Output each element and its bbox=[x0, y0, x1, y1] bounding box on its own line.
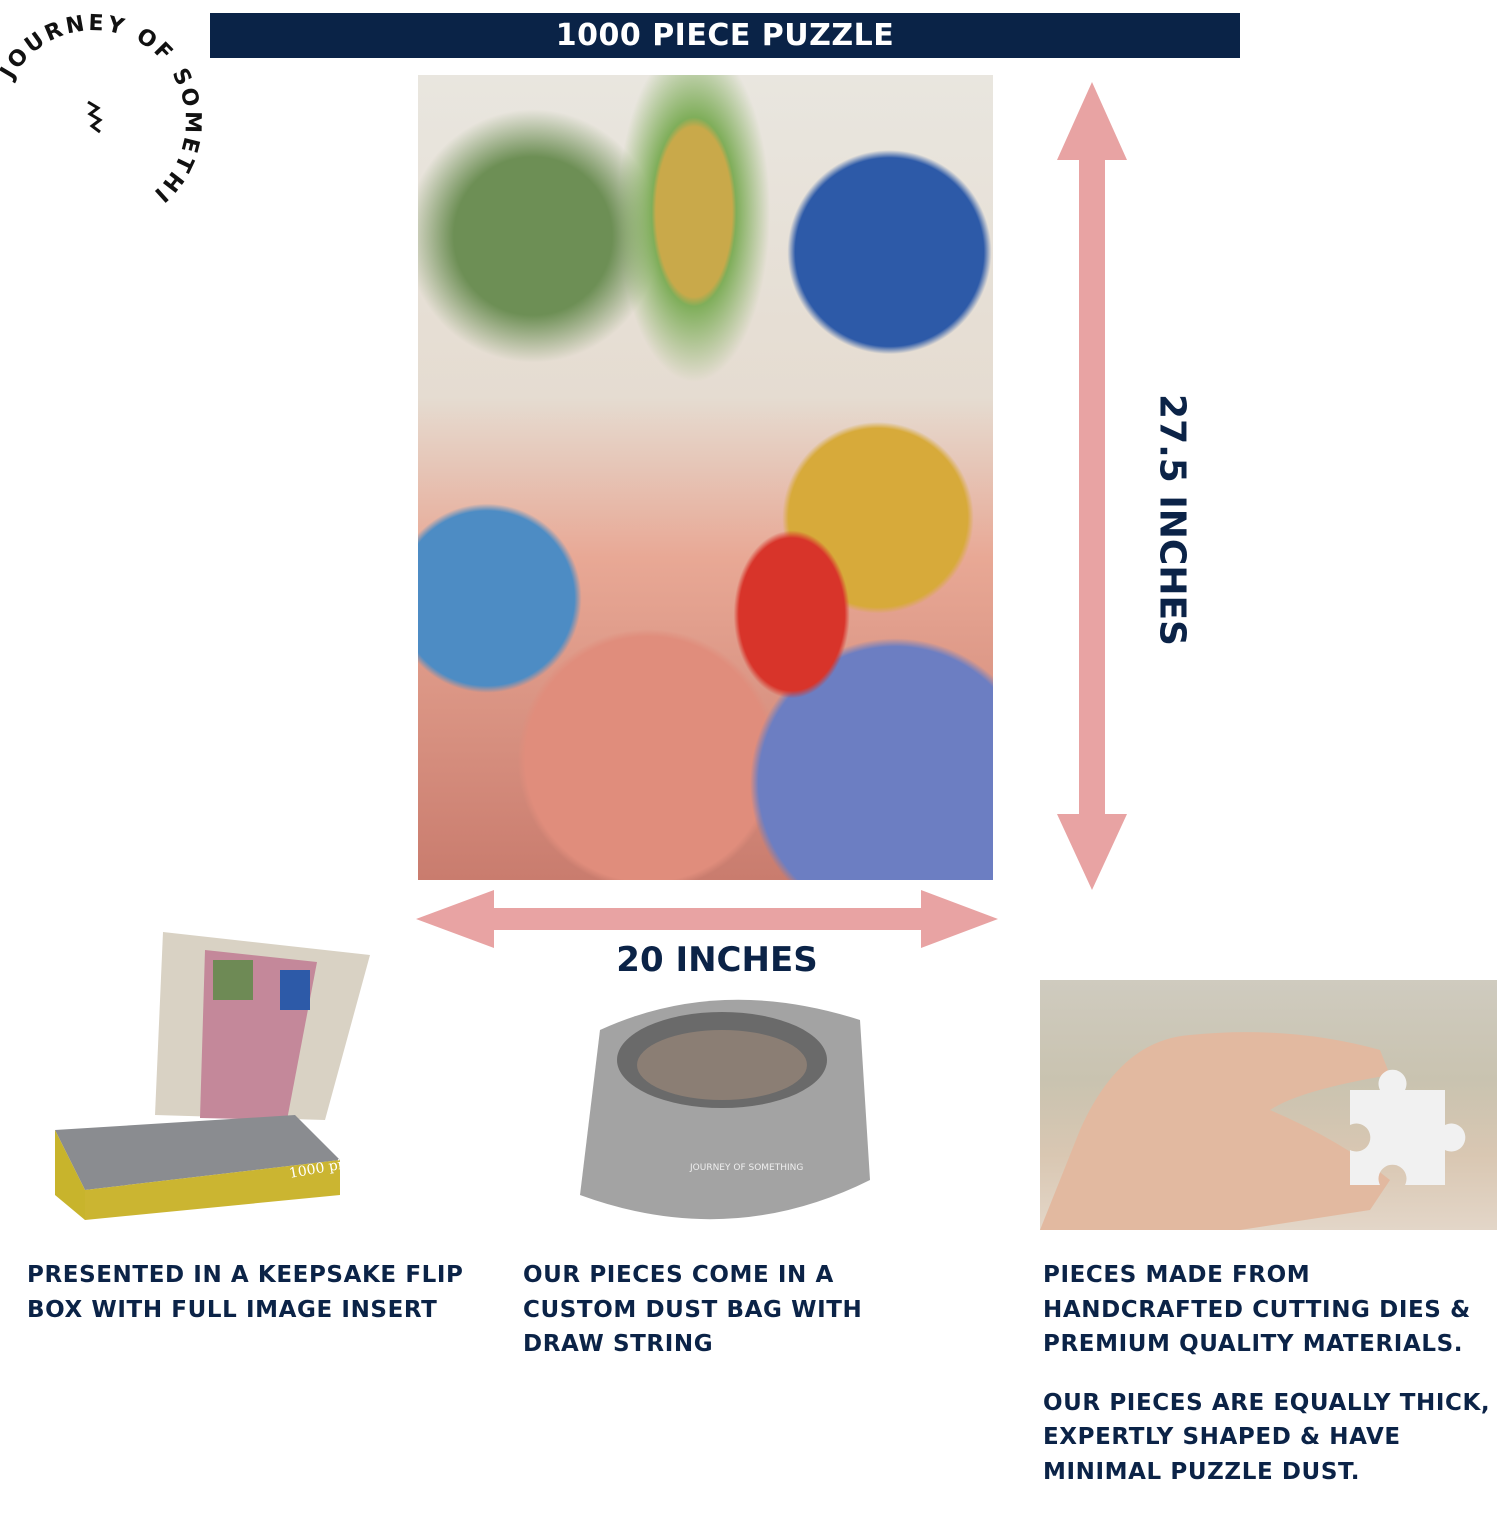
feature-caption-pieces: PIECES MADE FROM HANDCRAFTED CUTTING DIE… bbox=[1043, 1258, 1498, 1513]
feature-caption-bag: OUR PIECES COME IN A CUSTOM DUST BAG WIT… bbox=[523, 1258, 943, 1386]
brand-logo: JOURNEY OF SOMETHING bbox=[0, 0, 205, 208]
page-title: 1000 PIECE PUZZLE bbox=[555, 18, 895, 53]
width-label: 20 INCHES bbox=[616, 940, 818, 980]
dust-bag-image: JOURNEY OF SOMETHING bbox=[580, 999, 870, 1220]
puzzle-piece-icon bbox=[1350, 1069, 1466, 1185]
flip-box-image: 1000 pieces bbox=[55, 932, 370, 1220]
bag-logo-text: JOURNEY OF SOMETHING bbox=[689, 1163, 803, 1173]
header-banner: 1000 PIECE PUZZLE bbox=[210, 13, 1240, 58]
squiggle-icon bbox=[87, 100, 103, 134]
puzzle-image bbox=[418, 75, 993, 880]
caption-text: PRESENTED IN A KEEPSAKE FLIP BOX WITH FU… bbox=[27, 1262, 464, 1323]
caption-text: OUR PIECES COME IN A CUSTOM DUST BAG WIT… bbox=[523, 1262, 863, 1357]
feature-caption-box: PRESENTED IN A KEEPSAKE FLIP BOX WITH FU… bbox=[27, 1258, 467, 1351]
hand-holding-piece-photo bbox=[1040, 980, 1497, 1230]
height-arrow bbox=[1057, 82, 1127, 890]
width-arrow bbox=[416, 890, 998, 948]
caption-text: PIECES MADE FROM HANDCRAFTED CUTTING DIE… bbox=[1043, 1262, 1471, 1357]
height-label: 27.5 INCHES bbox=[1151, 394, 1193, 646]
svg-text:JOURNEY OF SOMETHING: JOURNEY OF SOMETHING bbox=[0, 0, 205, 208]
caption-text: OUR PIECES ARE EQUALLY THICK, EXPERTLY S… bbox=[1043, 1389, 1491, 1485]
logo-text: JOURNEY OF SOMETHING bbox=[0, 0, 202, 208]
